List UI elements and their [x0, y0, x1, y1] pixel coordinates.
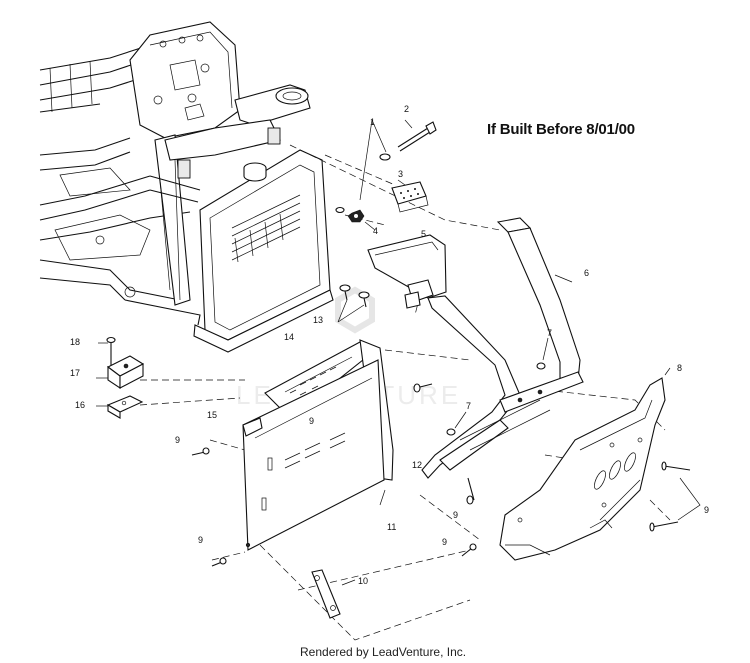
callout-7b: 7 — [466, 401, 471, 411]
callout-1: 1 — [370, 117, 375, 127]
callout-9a: 9 — [175, 435, 180, 445]
callout-15: 15 — [207, 410, 217, 420]
bracket-10 — [311, 569, 356, 619]
diagram-title: If Built Before 8/01/00 — [487, 121, 635, 138]
callout-5: 5 — [421, 229, 426, 239]
callout-18: 18 — [70, 337, 80, 347]
bumper-tube — [421, 217, 584, 479]
callout-17: 17 — [70, 368, 80, 378]
vehicle-frame — [39, 21, 311, 326]
callout-8: 8 — [677, 363, 682, 373]
callout-3: 3 — [398, 169, 403, 179]
callout-4: 4 — [373, 226, 378, 236]
radiator-shroud — [242, 339, 394, 551]
skid-plate — [499, 367, 671, 561]
callout-11: 11 — [387, 522, 396, 532]
callout-numbers: 1 2 3 4 5 6 7 7 8 9 9 9 9 9 9 10 11 12 1… — [70, 104, 709, 586]
callout-10: 10 — [358, 576, 368, 586]
callout-6: 6 — [584, 268, 589, 278]
callout-13: 13 — [313, 315, 323, 325]
bolts-9 — [191, 383, 701, 567]
mount-16-18 — [96, 336, 145, 419]
callout-16: 16 — [75, 400, 85, 410]
callout-2: 2 — [404, 104, 409, 114]
callout-9b: 9 — [309, 416, 314, 426]
watermark-logo — [335, 286, 375, 334]
footer-credit: Rendered by LeadVenture, Inc. — [300, 645, 467, 659]
callout-9e: 9 — [442, 537, 447, 547]
callout-9f: 9 — [704, 505, 709, 515]
hardware-top — [335, 119, 437, 231]
callout-9d: 9 — [198, 535, 203, 545]
callout-7a: 7 — [547, 328, 552, 338]
callout-9c: 9 — [453, 510, 458, 520]
callout-12: 12 — [412, 460, 422, 470]
callout-14: 14 — [284, 332, 294, 342]
mount-plate — [337, 234, 447, 323]
